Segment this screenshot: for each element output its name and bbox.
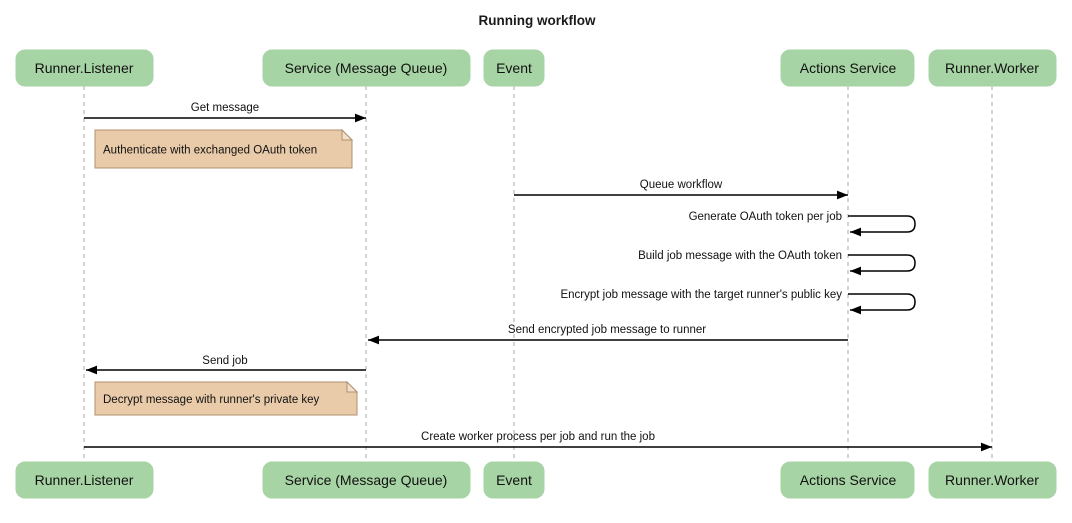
participant-label-event: Event bbox=[496, 472, 532, 488]
message-label: Send encrypted job message to runner bbox=[508, 324, 706, 336]
participant-label-service-message-queue: Service (Message Queue) bbox=[285, 472, 448, 488]
participant-box bbox=[928, 461, 1057, 499]
participants-header: Runner.Listener Service (Message Queue) Ev… bbox=[15, 49, 1057, 87]
note-authenticate-with-exchanged-oauth-token[interactable]: Authenticate with exchanged OAuth token bbox=[94, 128, 354, 169]
participants-footer: Runner.Listener Service (Message Queue) Ev… bbox=[15, 461, 1057, 499]
message-get-message[interactable]: Get message bbox=[84, 102, 366, 123]
participant-label-actions-service: Actions Service bbox=[800, 60, 897, 76]
message-generate-oauth-token-per-job[interactable]: Generate OAuth token per job bbox=[689, 211, 916, 237]
participant-runner-listener-bottom[interactable]: Runner.Listener bbox=[15, 461, 154, 499]
message-label: Build job message with the OAuth token bbox=[638, 250, 842, 262]
participant-box bbox=[483, 49, 545, 87]
note-label: Decrypt message with runner's private ke… bbox=[103, 394, 320, 406]
participant-box bbox=[262, 49, 471, 87]
participant-runner-worker-bottom[interactable]: Runner.Worker bbox=[928, 461, 1057, 499]
message-encrypt-job-message-with-the-target-runners-public-key[interactable]: Encrypt job message with the target runn… bbox=[560, 289, 916, 315]
message-label: Encrypt job message with the target runn… bbox=[560, 289, 842, 301]
participant-label-runner-listener: Runner.Listener bbox=[35, 472, 134, 488]
participant-box bbox=[780, 49, 915, 87]
participant-box bbox=[780, 461, 915, 499]
note-decrypt-message-with-runners-private-key[interactable]: Decrypt message with runner's private ke… bbox=[94, 380, 359, 416]
participant-actions-service-bottom[interactable]: Actions Service bbox=[780, 461, 915, 499]
message-queue-workflow[interactable]: Queue workflow bbox=[514, 179, 848, 200]
participant-box bbox=[483, 461, 545, 499]
note-body bbox=[94, 129, 353, 169]
participant-actions-service-top[interactable]: Actions Service bbox=[780, 49, 915, 87]
participant-label-runner-worker: Runner.Worker bbox=[945, 472, 1039, 488]
message-label: Get message bbox=[191, 102, 259, 114]
participant-event-top[interactable]: Event bbox=[483, 49, 545, 87]
participant-service-message-queue-bottom[interactable]: Service (Message Queue) bbox=[262, 461, 471, 499]
message-send-job[interactable]: Send job bbox=[86, 355, 366, 375]
message-label: Generate OAuth token per job bbox=[689, 211, 842, 223]
note-label: Authenticate with exchanged OAuth token bbox=[103, 145, 317, 157]
participant-runner-worker-top[interactable]: Runner.Worker bbox=[928, 49, 1057, 87]
message-label: Send job bbox=[202, 355, 247, 367]
participant-label-runner-worker: Runner.Worker bbox=[945, 60, 1039, 76]
lifelines-group bbox=[83, 86, 993, 462]
participant-box bbox=[262, 461, 471, 499]
note-fold-corner-icon bbox=[341, 128, 354, 141]
message-send-encrypted-job-message-to-runner[interactable]: Send encrypted job message to runner bbox=[368, 324, 848, 345]
message-label: Create worker process per job and run th… bbox=[421, 431, 655, 443]
note-fold-corner-icon bbox=[346, 380, 359, 393]
self-loop-path bbox=[848, 254, 916, 276]
self-loop-path bbox=[848, 293, 916, 315]
self-loop-path bbox=[848, 215, 916, 237]
participant-label-actions-service: Actions Service bbox=[800, 472, 897, 488]
participant-label-runner-listener: Runner.Listener bbox=[35, 60, 134, 76]
participant-box bbox=[928, 49, 1057, 87]
message-create-worker-process-per-job-and-run-the-job[interactable]: Create worker process per job and run th… bbox=[84, 431, 992, 452]
message-build-job-message-with-the-oauth-token[interactable]: Build job message with the OAuth token bbox=[638, 250, 916, 276]
note-body bbox=[94, 381, 358, 416]
participant-service-message-queue-top[interactable]: Service (Message Queue) bbox=[262, 49, 471, 87]
participant-event-bottom[interactable]: Event bbox=[483, 461, 545, 499]
participant-runner-listener-top[interactable]: Runner.Listener bbox=[15, 49, 154, 87]
participant-box bbox=[15, 461, 154, 499]
participant-label-event: Event bbox=[496, 60, 532, 76]
message-label: Queue workflow bbox=[640, 179, 723, 191]
diagram-title: Running workflow bbox=[479, 13, 596, 28]
notes-group: Authenticate with exchanged OAuth tokenD… bbox=[94, 128, 359, 416]
participant-label-service-message-queue: Service (Message Queue) bbox=[285, 60, 448, 76]
participant-box bbox=[15, 49, 154, 87]
